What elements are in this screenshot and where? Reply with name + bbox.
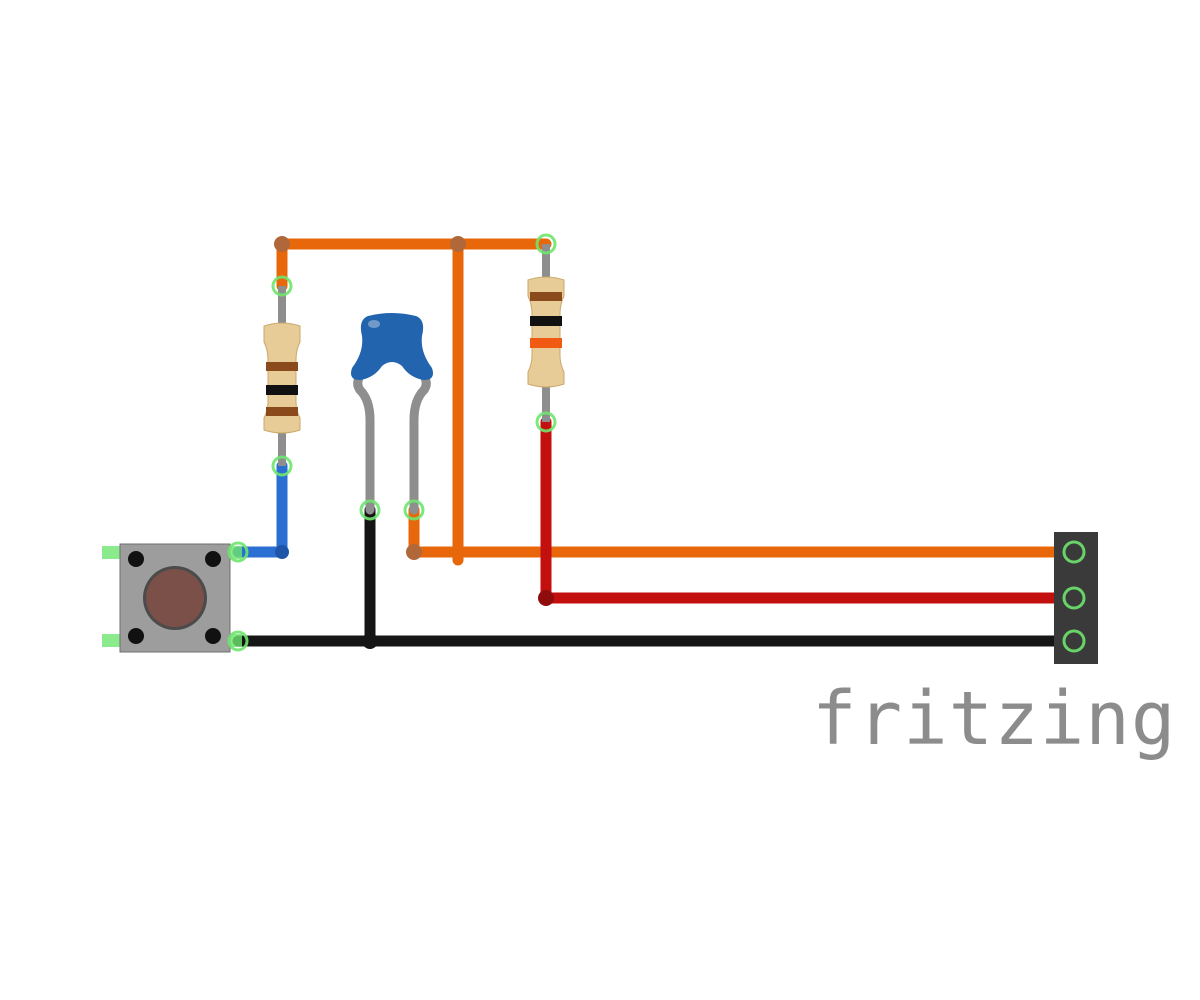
wire-joint	[538, 590, 554, 606]
connector-point[interactable]	[1062, 540, 1086, 564]
resistor-body	[527, 276, 565, 388]
capacitor-highlight	[368, 320, 380, 328]
wires	[232, 236, 1080, 649]
black-wire[interactable]	[232, 504, 1080, 647]
fritzing-logo: fritzing	[812, 676, 1177, 762]
connector-point[interactable]	[535, 233, 557, 255]
wire-joint	[450, 236, 466, 252]
blue-wire[interactable]	[232, 460, 288, 558]
resistor-band	[266, 407, 298, 416]
button-corner-dot	[205, 551, 221, 567]
button-cap[interactable]	[146, 569, 204, 627]
button-pin-tab	[228, 634, 242, 647]
resistor-right[interactable]	[527, 244, 565, 422]
connector-point[interactable]	[271, 455, 293, 477]
connector-point[interactable]	[535, 411, 557, 433]
header-3pin[interactable]	[1054, 532, 1098, 664]
wire-joint	[406, 544, 422, 560]
red-wire[interactable]	[540, 416, 1080, 604]
button-pin-tab	[228, 546, 242, 559]
connector-point[interactable]	[227, 630, 249, 652]
resistor-left[interactable]	[263, 286, 301, 466]
connector-point[interactable]	[1062, 629, 1086, 653]
connector-point[interactable]	[403, 499, 425, 521]
resistor-body	[263, 322, 301, 434]
button-corner-dot	[205, 628, 221, 644]
orange-wire-bottom[interactable]	[408, 504, 1080, 558]
resistor-band	[530, 338, 562, 348]
ceramic-capacitor[interactable]	[351, 313, 433, 515]
wire-joint	[274, 236, 290, 252]
pushbutton[interactable]	[102, 543, 242, 653]
capacitor-body	[351, 313, 433, 380]
button-corner-dot	[128, 551, 144, 567]
capacitor-lead	[353, 365, 375, 515]
button-pin-tab	[102, 634, 122, 647]
connector-point[interactable]	[359, 499, 381, 521]
resistor-band	[266, 385, 298, 395]
connector-points	[227, 233, 1086, 653]
capacitor-lead	[409, 365, 431, 515]
button-corner-dot	[128, 628, 144, 644]
connector-point[interactable]	[271, 275, 293, 297]
orange-wire-top[interactable]	[276, 238, 552, 292]
button-pin-tab	[102, 546, 122, 559]
wire-joint	[275, 545, 289, 559]
connector-point[interactable]	[1062, 586, 1086, 610]
wire-joint	[362, 633, 378, 649]
resistor-band	[530, 316, 562, 326]
resistor-band	[266, 362, 298, 371]
connector-point[interactable]	[227, 541, 249, 563]
header-body	[1054, 532, 1098, 664]
resistor-band	[530, 292, 562, 301]
